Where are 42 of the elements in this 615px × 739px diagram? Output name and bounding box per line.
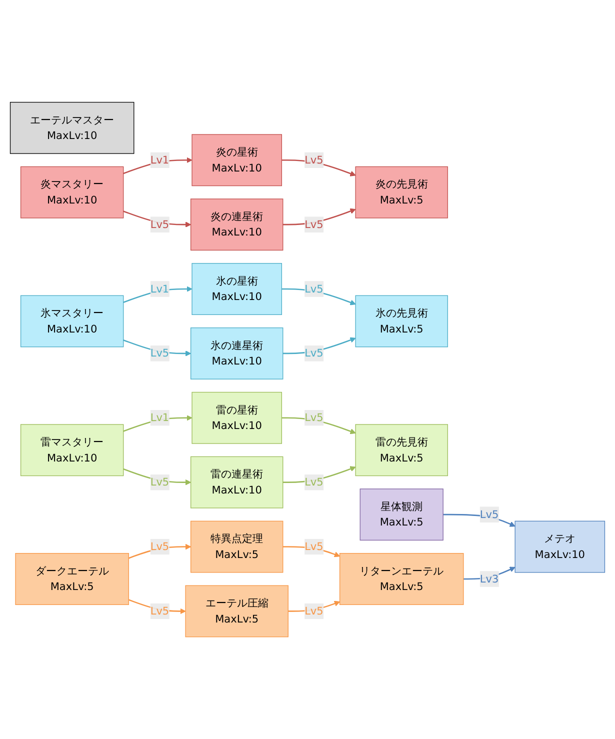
arrow bbox=[282, 288, 356, 306]
edge-label: Lv5 bbox=[304, 540, 324, 553]
node-box: 星体観測 MaxLv:5 bbox=[360, 488, 444, 540]
node-box: 炎の星術 MaxLv:10 bbox=[192, 134, 282, 186]
node-box: 氷マスタリー MaxLv:10 bbox=[20, 295, 124, 348]
edge-label: Lv1 bbox=[150, 153, 170, 166]
node-box: メテオ MaxLv:10 bbox=[514, 520, 606, 573]
edge-label: Lv5 bbox=[304, 218, 324, 230]
edge-label: Lv1 bbox=[150, 411, 170, 424]
edge-label: Lv5 bbox=[304, 282, 324, 295]
edge-label: Lv5 bbox=[150, 218, 170, 230]
edge-label: Lv3 bbox=[480, 572, 499, 585]
node-box: 氷の先見術 MaxLv:5 bbox=[355, 295, 448, 348]
arrow bbox=[282, 417, 356, 434]
node-box: 氷の連星術 MaxLv:10 bbox=[190, 327, 284, 380]
edge-label: Lv5 bbox=[304, 346, 324, 360]
node-box: エーテル圧縮 MaxLv:5 bbox=[185, 585, 288, 638]
edge-label: Lv5 bbox=[150, 540, 170, 553]
arrow bbox=[443, 514, 516, 527]
arrow bbox=[282, 159, 356, 176]
edge-label: Lv5 bbox=[304, 411, 324, 424]
node-box: 雷の連星術 MaxLv:10 bbox=[190, 456, 284, 508]
edge-label: Lv5 bbox=[304, 476, 324, 488]
node-box: 雷マスタリー MaxLv:10 bbox=[20, 424, 124, 476]
node-box: 雷の星術 MaxLv:10 bbox=[192, 392, 282, 444]
node-box: ダークエーテル MaxLv:5 bbox=[15, 552, 129, 605]
node-box: 氷の星術 MaxLv:10 bbox=[192, 262, 282, 315]
node-box: リターンエーテル MaxLv:5 bbox=[339, 552, 464, 605]
edge-label: Lv5 bbox=[150, 476, 170, 488]
edge-label: Lv5 bbox=[304, 153, 324, 166]
node-box: 特異点定理 MaxLv:5 bbox=[190, 520, 284, 573]
node-box: 炎マスタリー MaxLv:10 bbox=[20, 166, 124, 218]
node-box: 炎の連星術 MaxLv:10 bbox=[190, 198, 284, 250]
node-box: 雷の先見術 MaxLv:5 bbox=[355, 424, 448, 476]
arrow bbox=[123, 414, 192, 432]
edge-label: Lv5 bbox=[150, 604, 170, 618]
edge-label: Lv5 bbox=[480, 508, 499, 520]
edge-label: Lv1 bbox=[150, 282, 170, 295]
edge-label: Lv5 bbox=[304, 604, 324, 618]
edge-label: Lv5 bbox=[150, 346, 170, 360]
node-box: 炎の先見術 MaxLv:5 bbox=[355, 166, 448, 218]
node-box: エーテルマスター MaxLv:10 bbox=[10, 102, 134, 154]
